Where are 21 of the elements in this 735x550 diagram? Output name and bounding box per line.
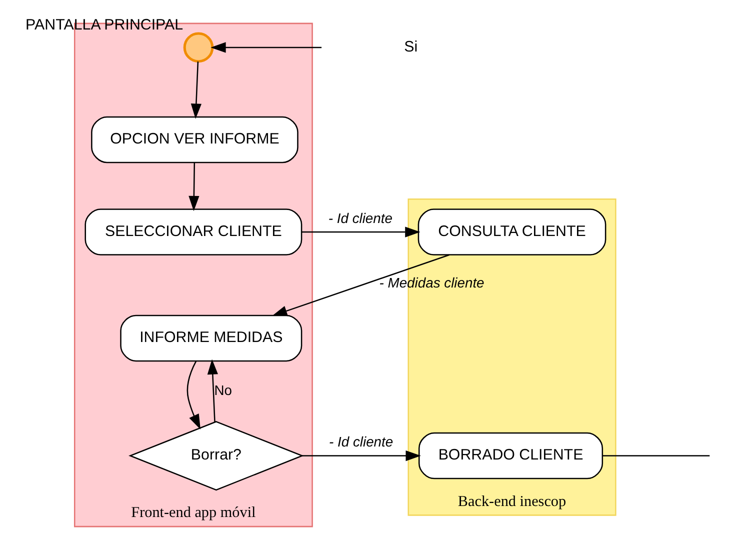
arrow <box>188 162 200 212</box>
node-box: BORRADO CLIENTE <box>418 432 604 480</box>
arrow <box>302 450 421 462</box>
node-box: SELECCIONAR CLIENTE <box>84 208 302 256</box>
edge-label: - Id cliente <box>329 434 394 450</box>
arrow <box>302 226 420 238</box>
arrow <box>186 360 201 430</box>
edge-label: - Medidas cliente <box>379 274 484 290</box>
arrow <box>272 254 450 316</box>
node-box: OPCION VER INFORME <box>91 116 298 164</box>
label: Si <box>404 38 418 56</box>
edge-label: No <box>214 382 232 398</box>
arrow <box>210 42 322 53</box>
node-box: INFORME MEDIDAS <box>120 314 302 362</box>
arrow <box>207 359 218 422</box>
node-box: CONSULTA CLIENTE <box>418 208 606 256</box>
node-circle <box>183 32 214 63</box>
edge-label: - Id cliente <box>328 210 392 226</box>
arrow <box>190 62 202 119</box>
node-diamond: Borrar? <box>128 420 304 491</box>
connector <box>602 455 710 456</box>
